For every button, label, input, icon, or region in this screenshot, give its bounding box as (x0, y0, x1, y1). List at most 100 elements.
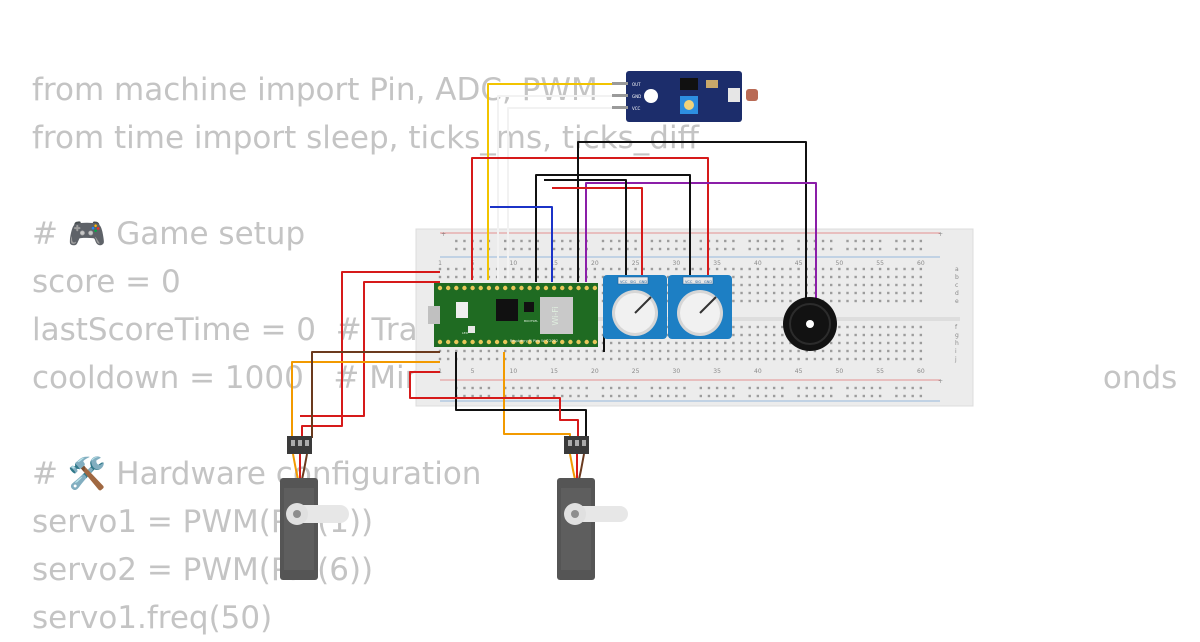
rail-hole (675, 386, 678, 390)
breadboard-hole (813, 267, 817, 271)
wire-yellow-sensor-out (487, 83, 628, 280)
breadboard-hole (658, 267, 662, 271)
breadboard-hole (667, 357, 670, 361)
breadboard-hole (805, 357, 808, 361)
breadboard-hole (838, 267, 841, 271)
breadboard-hole (601, 357, 605, 361)
pot-header (682, 276, 714, 285)
breadboard-hole (789, 275, 792, 279)
rail-hole (667, 247, 670, 251)
rail-hole (781, 394, 784, 398)
breadboard-hole (740, 325, 743, 329)
breadboard-hole (748, 325, 751, 329)
breadboard-hole (789, 299, 792, 303)
breadboard-hole (764, 333, 768, 337)
pico-pin (494, 339, 500, 345)
breadboard-hole (895, 299, 898, 303)
pico-pin (486, 285, 492, 291)
column-label: 30 (673, 260, 681, 267)
wire-red-servo2-power (409, 371, 579, 438)
breadboard-hole (756, 291, 760, 295)
rail-hole (463, 386, 466, 390)
breadboard-hole (887, 267, 890, 271)
rail-hole (609, 247, 613, 251)
rail-hole (626, 394, 629, 398)
breadboard-hole (618, 349, 621, 353)
rail-hole (618, 247, 621, 251)
breadboard-hole (781, 341, 784, 345)
breadboard-hole (772, 267, 776, 271)
rail-hole (528, 386, 531, 390)
pico-pin (470, 285, 475, 291)
rail-hole (895, 394, 898, 398)
rail-hole (512, 386, 515, 390)
breadboard-hole (772, 275, 776, 279)
breadboard-hole (862, 357, 865, 361)
rail-hole (650, 239, 654, 243)
breadboard-hole (618, 267, 621, 271)
breadboard-hole (512, 275, 515, 279)
wire-purple-buzzer-signal (585, 182, 817, 300)
rail-hole (601, 247, 605, 251)
breadboard-hole (715, 341, 719, 345)
buzzer-hole (806, 320, 814, 328)
breadboard-hole (821, 291, 825, 295)
breadboard-hole (585, 349, 588, 353)
rail-hole (732, 386, 735, 390)
rail-hole (903, 239, 906, 243)
breadboard-hole (854, 333, 857, 337)
rail-hole (764, 247, 768, 251)
photoresistor-icon (746, 89, 758, 101)
column-label: 40 (754, 260, 762, 267)
breadboard-hole (903, 349, 906, 353)
rail-hole (919, 239, 923, 243)
breadboard-hole (813, 349, 817, 353)
breadboard-hole (634, 349, 637, 353)
breadboard-hole (919, 349, 923, 353)
rail-hole (471, 386, 474, 390)
breadboard-hole (797, 357, 800, 361)
breadboard-hole (797, 349, 800, 353)
breadboard-hole (797, 283, 800, 287)
pico-pin (437, 285, 443, 291)
breadboard-hole (781, 291, 784, 295)
breadboard-hole (699, 357, 702, 361)
breadboard-hole (911, 357, 914, 361)
breadboard-hole (732, 291, 735, 295)
bootsel-button[interactable] (456, 302, 468, 318)
breadboard-hole (748, 349, 751, 353)
rail-hole (919, 394, 923, 398)
rail-hole (569, 394, 572, 398)
sensor-resistor (706, 80, 718, 88)
breadboard-hole (862, 341, 865, 345)
breadboard-hole (911, 283, 914, 287)
breadboard-hole (650, 341, 654, 345)
wire-black-buzzer-gnd (577, 141, 807, 300)
breadboard-hole (862, 349, 865, 353)
pico-pin (576, 285, 581, 291)
pot-pin-label: SIG (695, 280, 701, 284)
breadboard-hole (609, 341, 613, 345)
breadboard-hole (854, 349, 857, 353)
rail-hole (504, 394, 507, 398)
breadboard-hole (707, 341, 711, 345)
pico-pin (511, 285, 516, 291)
rail-hole (870, 386, 874, 390)
breadboard-hole (569, 349, 572, 353)
breadboard-hole (699, 267, 702, 271)
breadboard-hole (512, 357, 515, 361)
rail-hole (903, 386, 906, 390)
rail-hole (813, 247, 817, 251)
rail-hole (797, 239, 800, 243)
rail-hole (626, 247, 629, 251)
breadboard-hole (504, 267, 507, 271)
pico-pin (543, 285, 549, 291)
rail-hole (878, 386, 882, 390)
rail-hole (658, 386, 662, 390)
wire-white-sensor-vcc (507, 107, 628, 280)
pot-pin-label: VCC (685, 280, 693, 284)
rail-hole (895, 239, 898, 243)
breadboard-hole (887, 333, 890, 337)
rail-hole (903, 247, 906, 251)
rail-hole (911, 239, 914, 243)
